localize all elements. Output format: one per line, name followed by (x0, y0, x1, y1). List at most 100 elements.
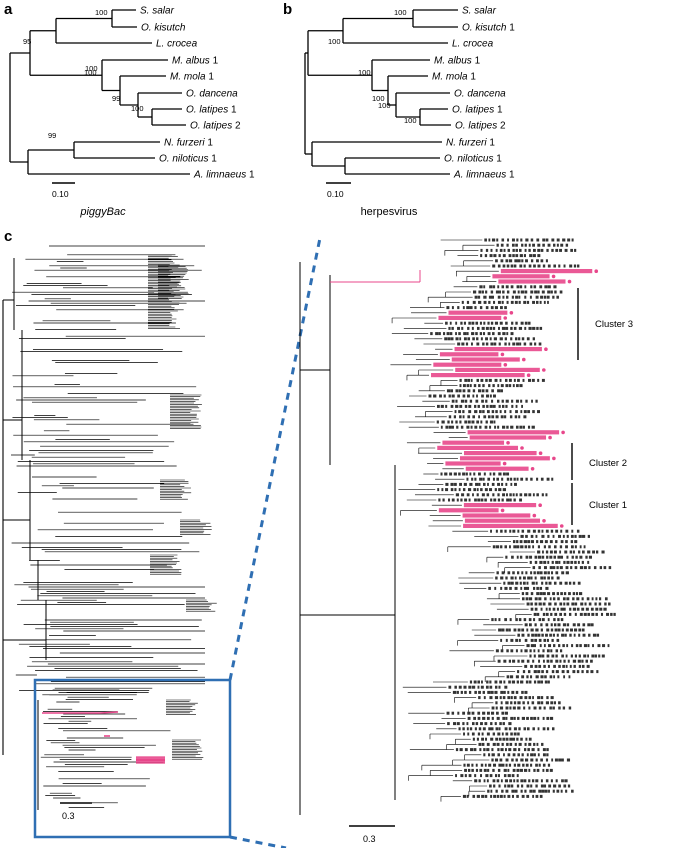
leaf-label-glyph (523, 415, 527, 419)
leaf-label-glyph (516, 737, 519, 741)
leaf-label-glyph (523, 342, 527, 346)
leaf-label-glyph (475, 321, 479, 325)
leaf-label-glyph (538, 789, 542, 793)
leaf-label-glyph (569, 633, 572, 637)
leaf-label-glyph (467, 337, 471, 341)
leaf-label-glyph (528, 248, 531, 252)
cluster-label: Cluster 2 (589, 458, 627, 469)
leaf-label-glyph (507, 774, 511, 778)
leaf-label-glyph (525, 571, 528, 575)
leaf-label-glyph (444, 472, 448, 476)
leaf-label-glyph (551, 758, 554, 762)
leaf-label-glyph (513, 716, 516, 720)
leaf-label-glyph (560, 592, 563, 596)
leaf-label-glyph (542, 748, 546, 752)
leaf-label-glyph (506, 649, 509, 653)
leaf-label-glyph (578, 633, 581, 637)
leaf-label-glyph (529, 654, 532, 658)
leaf-label-glyph (554, 628, 558, 632)
leaf-label-glyph (493, 498, 497, 502)
leaf-label-glyph (501, 628, 505, 632)
leaf-label-glyph (525, 477, 528, 481)
leaf-label-glyph (550, 612, 553, 616)
leaf-label-glyph (558, 534, 561, 538)
highlight-marker (552, 456, 556, 461)
taxon-label-a: M. albus 1 (172, 56, 219, 67)
leaf-label-glyph (539, 794, 543, 798)
leaf-label-glyph (585, 555, 588, 559)
leaf-label-glyph (459, 384, 462, 388)
leaf-label-glyph (534, 342, 537, 346)
leaf-label-glyph (497, 768, 501, 772)
leaf-label-glyph (503, 690, 506, 694)
leaf-label-glyph (472, 415, 476, 419)
highlight-leaf-label (438, 508, 499, 513)
leaf-label-glyph (570, 566, 573, 570)
leaf-label-glyph (468, 690, 472, 694)
highlight-marker (561, 430, 565, 435)
leaf-label-glyph (565, 654, 568, 658)
leaf-label-glyph (542, 243, 545, 247)
leaf-label-glyph (510, 337, 513, 341)
leaf-label-glyph (433, 394, 437, 398)
leaf-label-glyph (488, 763, 492, 767)
leaf-label-glyph (517, 670, 520, 674)
leaf-label-glyph (487, 477, 491, 481)
leaf-label-glyph (541, 493, 544, 497)
leaf-label-glyph (587, 644, 590, 648)
leaf-label-glyph (520, 680, 524, 684)
leaf-label-glyph (468, 498, 471, 502)
leaf-label-glyph (530, 675, 533, 679)
leaf-label-glyph (441, 420, 445, 424)
leaf-label-glyph (498, 254, 501, 258)
leaf-label-glyph (543, 566, 547, 570)
leaf-label-glyph (565, 566, 569, 570)
leaf-label-glyph (502, 696, 506, 700)
leaf-label-glyph (430, 332, 433, 336)
leaf-label-glyph (477, 389, 482, 393)
leaf-label-glyph (546, 248, 549, 252)
leaf-label-glyph (494, 425, 497, 429)
leaf-label-glyph (494, 680, 498, 684)
leaf-label-glyph (497, 482, 501, 486)
leaf-label-glyph (479, 748, 482, 752)
leaf-label-glyph (513, 628, 517, 632)
leaf-label-glyph (599, 566, 603, 570)
leaf-label-glyph (471, 711, 475, 715)
leaf-label-glyph (503, 774, 507, 778)
leaf-label-glyph (509, 498, 512, 502)
leaf-label-glyph (566, 644, 569, 648)
leaf-label-glyph (498, 488, 502, 492)
leaf-label-glyph (520, 649, 523, 653)
leaf-label-glyph (525, 399, 528, 403)
leaf-label-glyph (493, 404, 496, 408)
leaf-label-glyph (524, 690, 528, 694)
leaf-label-glyph (521, 592, 525, 596)
leaf-label-glyph (539, 326, 543, 330)
leaf-label-glyph (571, 529, 574, 533)
leaf-label-glyph (553, 243, 556, 247)
bootstrap-value-a: 100 (85, 64, 98, 73)
leaf-label-glyph (510, 477, 513, 481)
leaf-label-glyph (540, 784, 544, 788)
leaf-label-glyph (508, 763, 512, 767)
leaf-label-glyph (537, 670, 541, 674)
leaf-label-glyph (492, 384, 495, 388)
leaf-label-glyph (465, 472, 468, 476)
leaf-label-glyph (462, 415, 465, 419)
leaf-label-glyph (512, 529, 516, 533)
highlight-marker (594, 269, 599, 274)
leaf-label-glyph (466, 394, 470, 398)
leaf-label-glyph (495, 410, 498, 414)
leaf-label-glyph (553, 664, 556, 668)
leaf-label-glyph (523, 254, 527, 258)
leaf-label-glyph (529, 560, 532, 564)
leaf-label-glyph (510, 264, 514, 268)
leaf-label-glyph (601, 654, 605, 658)
leaf-label-glyph (537, 254, 541, 258)
leaf-label-glyph (477, 716, 481, 720)
leaf-label-glyph (577, 581, 581, 585)
leaf-label-glyph (515, 295, 519, 299)
leaf-label-glyph (518, 748, 521, 752)
leaf-label-glyph (547, 243, 551, 247)
